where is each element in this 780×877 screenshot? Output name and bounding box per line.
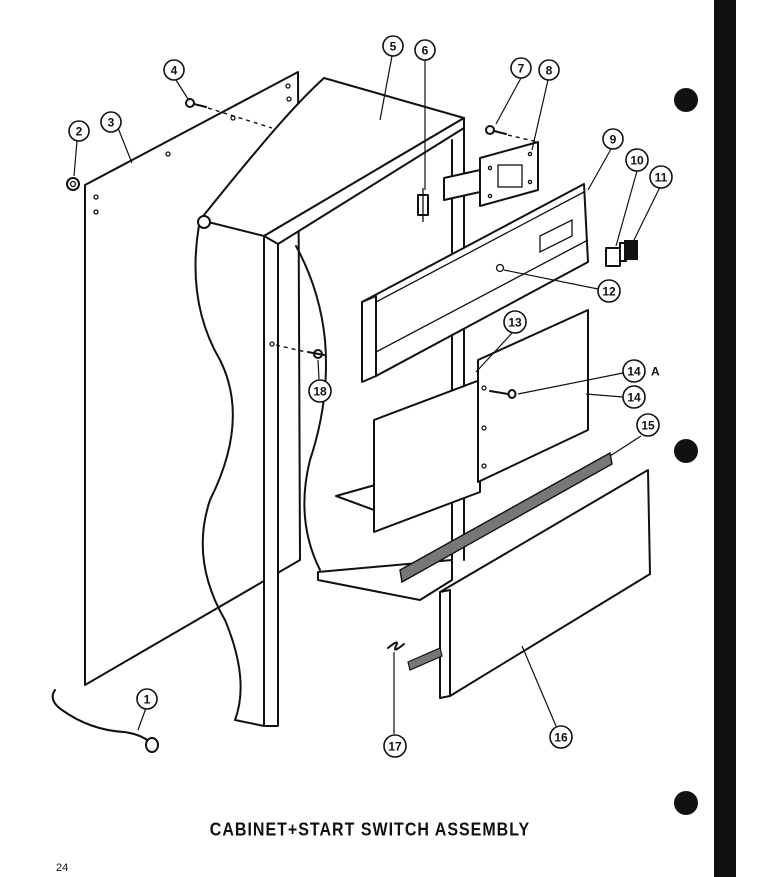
svg-text:14: 14 — [627, 391, 641, 405]
callout-14b: 14 — [622, 385, 646, 409]
svg-text:14: 14 — [627, 365, 641, 379]
switch-11 — [624, 240, 638, 260]
screw-18 — [275, 344, 325, 359]
svg-text:1: 1 — [144, 693, 151, 707]
svg-text:15: 15 — [641, 419, 655, 433]
svg-text:6: 6 — [422, 44, 429, 58]
power-cord — [51, 689, 159, 753]
callout-10: 10 — [625, 148, 649, 172]
callout-11: 11 — [649, 165, 673, 189]
switch-10 — [605, 242, 627, 267]
binding-edge — [674, 0, 736, 877]
switch-bracket — [417, 188, 429, 222]
diagram-title: CABINET+START SWITCH ASSEMBLY — [209, 820, 531, 841]
svg-text:2: 2 — [76, 125, 83, 139]
screw-7 — [485, 125, 539, 143]
punch-hole-middle — [674, 439, 698, 463]
callout-5: 5 — [382, 35, 404, 57]
svg-text:9: 9 — [610, 133, 617, 147]
svg-text:3: 3 — [108, 116, 115, 130]
control-console — [361, 183, 589, 383]
callout-3: 3 — [100, 111, 122, 133]
svg-text:12: 12 — [602, 285, 616, 299]
callout-9: 9 — [602, 128, 624, 150]
svg-text:11: 11 — [655, 171, 668, 185]
svg-text:13: 13 — [508, 316, 522, 330]
callout-8: 8 — [538, 59, 560, 81]
svg-text:7: 7 — [518, 62, 525, 76]
callout-14a-suffix: A — [651, 365, 660, 379]
callout-4: 4 — [163, 59, 185, 81]
callout-2: 2 — [68, 120, 90, 142]
svg-text:8: 8 — [546, 64, 553, 78]
callout-1: 1 — [136, 688, 158, 710]
svg-text:10: 10 — [630, 154, 644, 168]
leader-lines — [73, 55, 661, 734]
washer-2 — [66, 177, 80, 191]
back-panel — [373, 379, 481, 533]
callout-18: 18 — [308, 379, 332, 403]
mounting-bracket — [443, 141, 539, 207]
svg-text:18: 18 — [313, 385, 327, 399]
punch-hole-bottom — [674, 791, 698, 815]
callout-14a: 14 A — [622, 359, 660, 383]
clip-17 — [387, 641, 443, 671]
punch-hole-top — [674, 88, 698, 112]
front-panel — [439, 469, 651, 699]
svg-text:16: 16 — [554, 731, 568, 745]
callout-12: 12 — [597, 279, 621, 303]
callout-15: 15 — [636, 413, 660, 437]
gasket-strip — [399, 451, 613, 584]
page-number: 24 — [56, 862, 69, 874]
svg-text:17: 17 — [388, 740, 402, 754]
callout-7: 7 — [510, 57, 532, 79]
callout-13: 13 — [503, 310, 527, 334]
svg-text:4: 4 — [171, 64, 178, 78]
callout-17: 17 — [383, 734, 407, 758]
screw-4 — [185, 98, 273, 129]
svg-text:5: 5 — [390, 40, 397, 54]
callout-6: 6 — [414, 39, 436, 61]
callout-16: 16 — [549, 725, 573, 749]
cover-panel — [477, 309, 589, 483]
